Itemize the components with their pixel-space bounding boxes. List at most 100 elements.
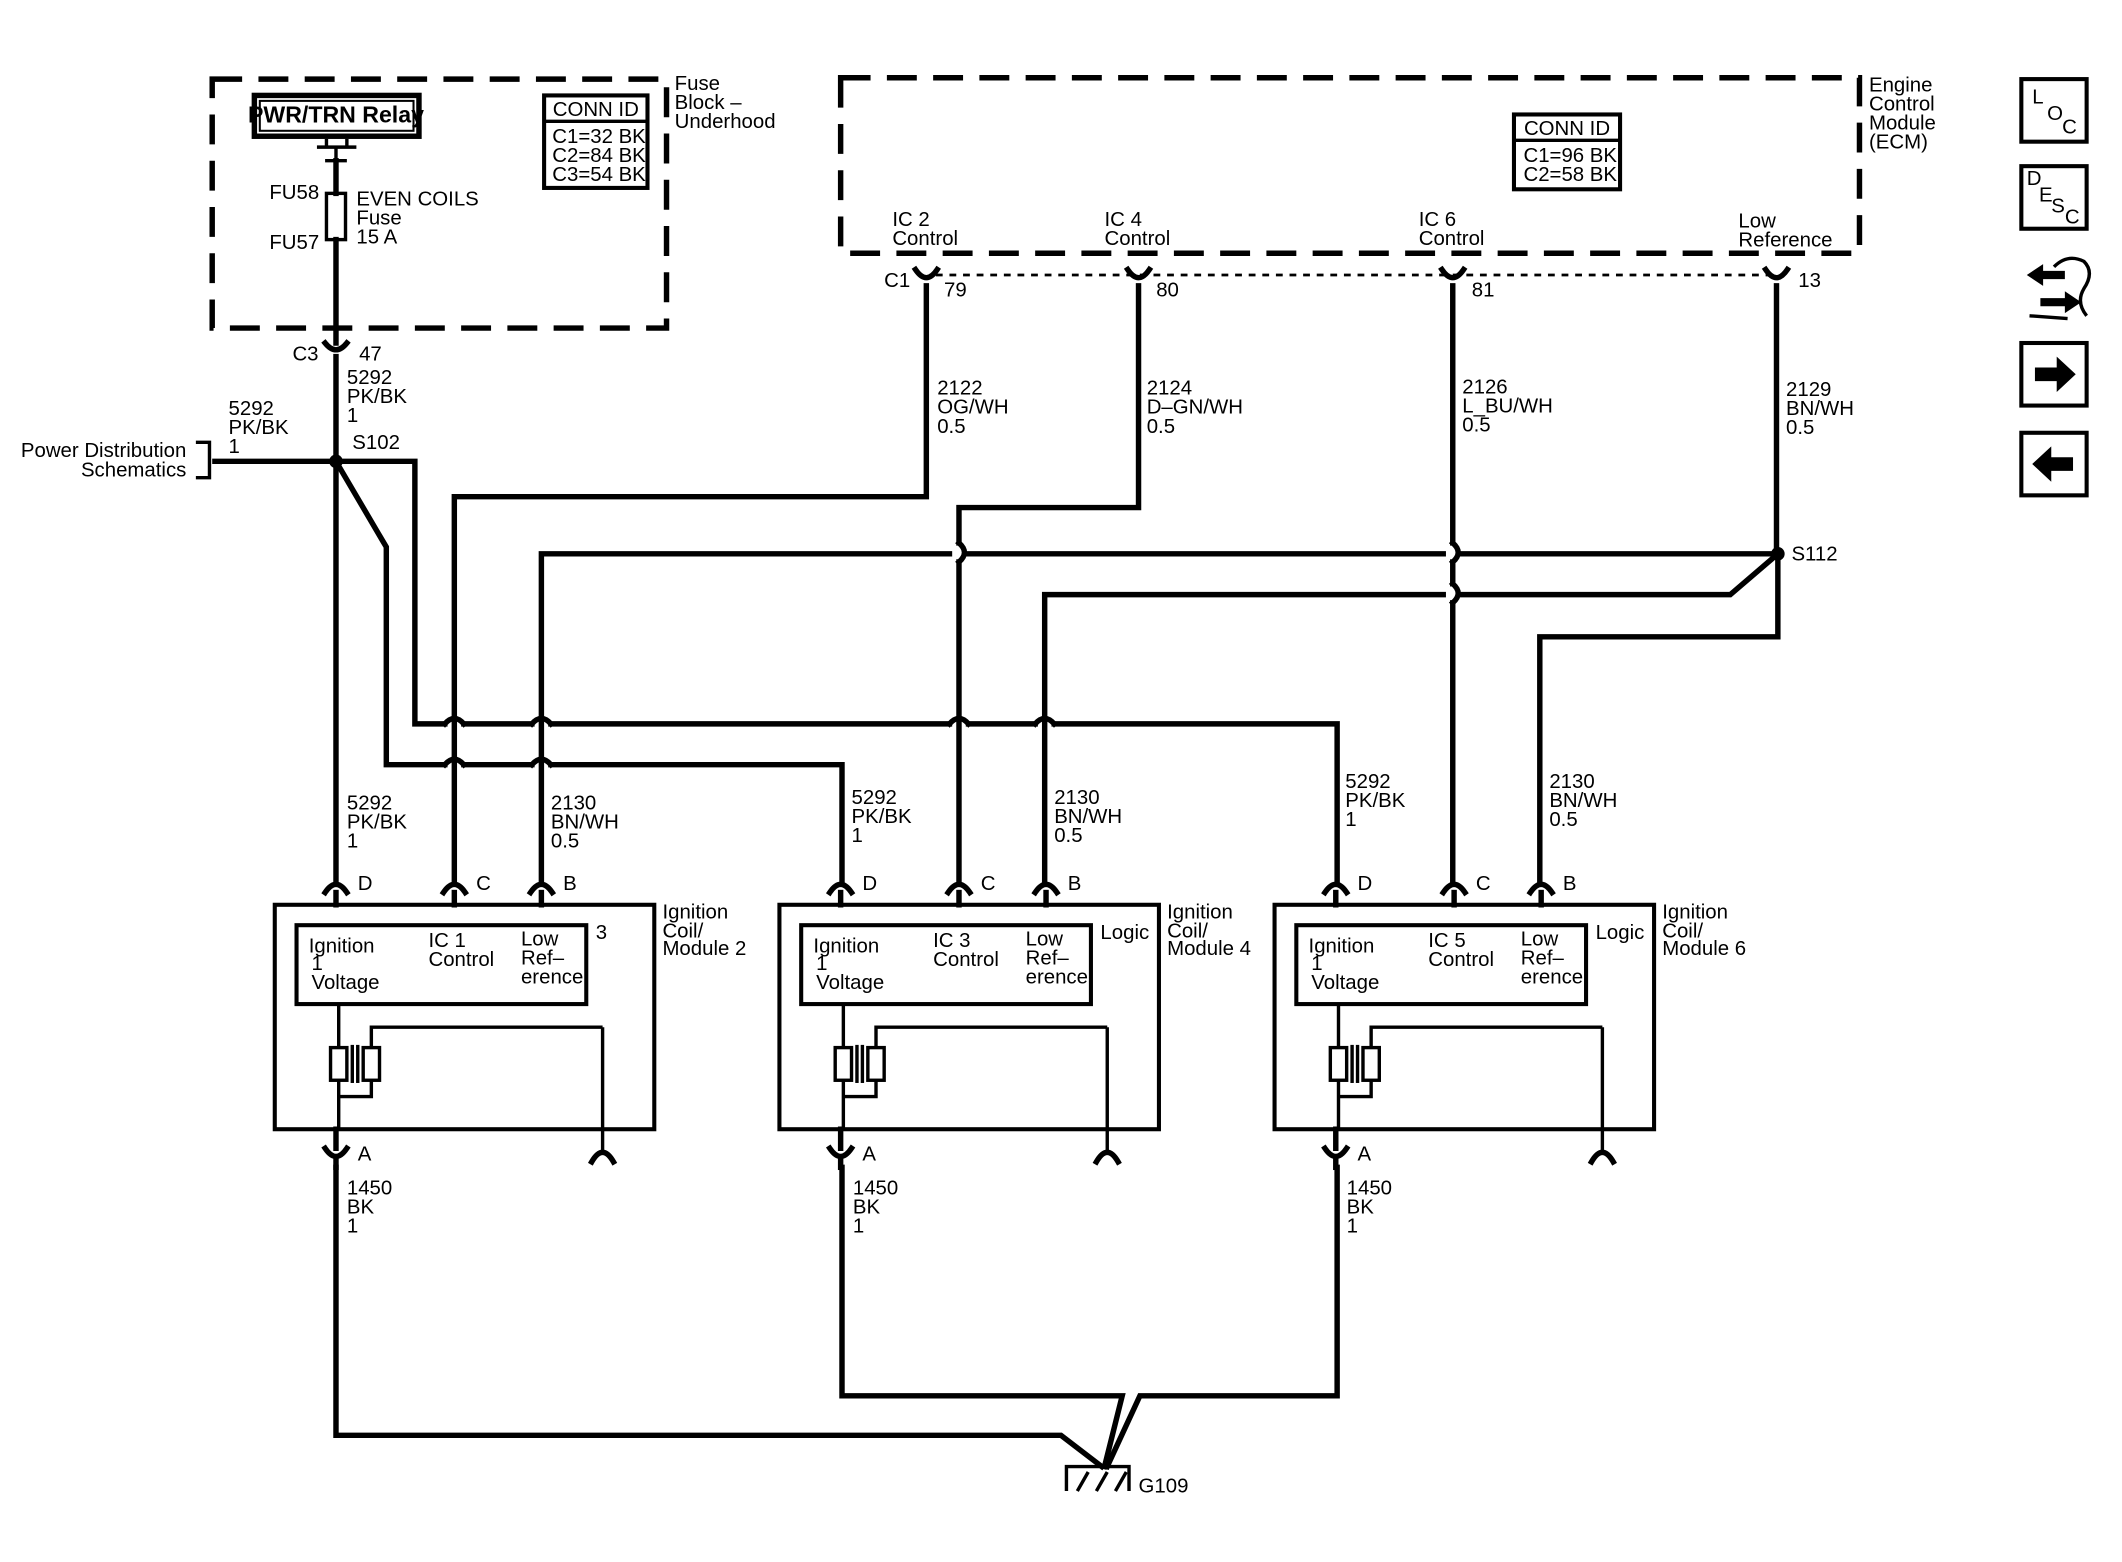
coil-ign-label-1: Ignition: [1309, 935, 1375, 957]
coil2-b-wire-1: 2130: [551, 793, 596, 815]
desc-letter-c: C: [2065, 206, 2080, 228]
ground-wire-coil6-1: 1450: [1347, 1178, 1392, 1200]
fuse-conn-c2: C2=84 BK: [552, 145, 646, 167]
fuse-block-name-2: Block –: [675, 92, 743, 114]
coil-primary-icon: [833, 1045, 854, 1082]
coil-low-label-1: Low: [521, 929, 559, 951]
coil-low-label-2: Ref–: [1521, 948, 1565, 970]
w5292-main-2: PK/BK: [347, 386, 407, 408]
coil-name-1: Ignition: [662, 901, 728, 923]
coil-ign-label-2: 1: [816, 953, 827, 975]
coil2-b-wire-3: 0.5: [551, 831, 579, 853]
w2129-3: 0.5: [1786, 417, 1814, 439]
coil6-d-wire-1: 5292: [1345, 771, 1390, 793]
fuse-label-2: Fuse: [356, 208, 401, 230]
loc-letter-l: L: [2032, 87, 2043, 109]
coil-low-label-3: erence: [1521, 967, 1583, 989]
nav-panel: L O C D E S C: [2019, 77, 2092, 498]
coil-low-label-3: erence: [1026, 967, 1088, 989]
coil-primary-icon: [328, 1045, 349, 1082]
ground-wire-coil4-2: BK: [853, 1197, 881, 1219]
coil-ign-label-3: Voltage: [311, 972, 379, 994]
engine-control-module: CONN ID C1=96 BK C2=58 BK Engine Control…: [837, 74, 1936, 302]
coil2-d-wire-2: PK/BK: [347, 812, 407, 834]
coil6-b-wire-3: 0.5: [1549, 809, 1577, 831]
coil-ic-label-1: IC 3: [933, 930, 970, 952]
coil-name-2: Coil/: [1167, 920, 1208, 942]
coil-name-3: Module 4: [1167, 938, 1251, 960]
coil-logic-box: [1294, 923, 1589, 1007]
w2126-1: 2126: [1462, 376, 1507, 398]
ecm-pin-80: 80: [1156, 280, 1179, 302]
ecm-pin-label-ic2-2: Control: [892, 228, 958, 250]
coil-low-label-1: Low: [1026, 929, 1064, 951]
pds-label-1: Power Distribution: [21, 440, 186, 462]
coil-name-1: Ignition: [1662, 901, 1728, 923]
coil-pin-d: D: [1358, 873, 1373, 895]
coil-secondary-icon: [361, 1045, 382, 1082]
ecm-pin-label-ic6-2: Control: [1419, 228, 1485, 250]
coil-low-label-2: Ref–: [521, 948, 565, 970]
coil2-b-wire-2: BN/WH: [551, 812, 619, 834]
coil-secondary-icon: [866, 1045, 886, 1082]
connector-swap-icon[interactable]: [2026, 256, 2092, 321]
ground-wire-coil4-3: 1: [853, 1216, 864, 1238]
w5292-left-2: PK/BK: [229, 417, 289, 439]
fuse-block: PWR/TRN Relay FU58 FU57 EVEN COILS Fuse …: [209, 73, 776, 366]
coil-pin-c: C: [476, 873, 491, 895]
coil6-d-wire-3: 1: [1345, 809, 1356, 831]
ground-wire-coil2-1: 1450: [347, 1178, 392, 1200]
coil-ign-label-3: Voltage: [1311, 972, 1379, 994]
arrow-right-icon[interactable]: [2019, 340, 2089, 408]
ground-wire-coil6-2: BK: [1347, 1197, 1375, 1219]
coil4-b-wire-1: 2130: [1054, 787, 1099, 809]
coil-name-3: Module 2: [662, 938, 746, 960]
fu57-label: FU57: [269, 232, 319, 254]
coil4-d-wire-1: 5292: [852, 787, 897, 809]
desc-letter-d: D: [2027, 168, 2042, 190]
coil-tag: 3: [596, 922, 607, 944]
coil-pin-a: A: [358, 1144, 372, 1166]
coil-ic-label-1: IC 1: [428, 930, 465, 952]
desc-letter-e: E: [2039, 185, 2053, 207]
coil2-d-wire-1: 5292: [347, 793, 392, 815]
fuse-conn-c1: C1=32 BK: [552, 126, 646, 148]
coil-pin-a: A: [1358, 1144, 1372, 1166]
coil-outer-box: [1272, 902, 1657, 1132]
w2122-1: 2122: [937, 378, 982, 400]
coil-pin-c: C: [1476, 873, 1491, 895]
desc-button[interactable]: D E S C: [2019, 164, 2089, 231]
ecm-pin-label-ic4-2: Control: [1105, 228, 1171, 250]
ground-label: G109: [1139, 1475, 1189, 1497]
ecm-name-4: (ECM): [1869, 131, 1928, 153]
coil-ic-label-2: Control: [428, 949, 494, 971]
ecm-name-3: Module: [1869, 112, 1936, 134]
coil-tag: Logic: [1100, 922, 1149, 944]
coil-outer-box: [272, 902, 657, 1132]
fuse-block-name-1: Fuse: [675, 73, 720, 95]
coil-ign-label-2: 1: [311, 953, 322, 975]
coil-pin-b: B: [1068, 873, 1082, 895]
coil-pin-c: C: [981, 873, 996, 895]
arrow-left-icon[interactable]: [2019, 430, 2089, 498]
coil4-b-wire-2: BN/WH: [1054, 806, 1122, 828]
coil-pin-d: D: [358, 873, 373, 895]
coil4-d-wire-3: 1: [852, 825, 863, 847]
ground-g109-icon: [1064, 1464, 1131, 1492]
w2122-3: 0.5: [937, 416, 965, 438]
w5292-left-1: 5292: [229, 398, 274, 420]
fuse-conn-id-box: [542, 93, 650, 190]
ecm-conn-c1-label: C1: [884, 270, 910, 292]
fuse-conn-c3-label: C3: [292, 344, 318, 366]
fuse-label-3: 15 A: [356, 227, 397, 249]
w2126-3: 0.5: [1462, 414, 1490, 436]
w2122-2: OG/WH: [937, 397, 1008, 419]
loc-button[interactable]: L O C: [2019, 77, 2089, 144]
w5292-main-1: 5292: [347, 367, 392, 389]
coil4-b-wire-3: 0.5: [1054, 825, 1082, 847]
fuse-symbol: [324, 191, 348, 242]
coil-ign-label-3: Voltage: [816, 972, 884, 994]
